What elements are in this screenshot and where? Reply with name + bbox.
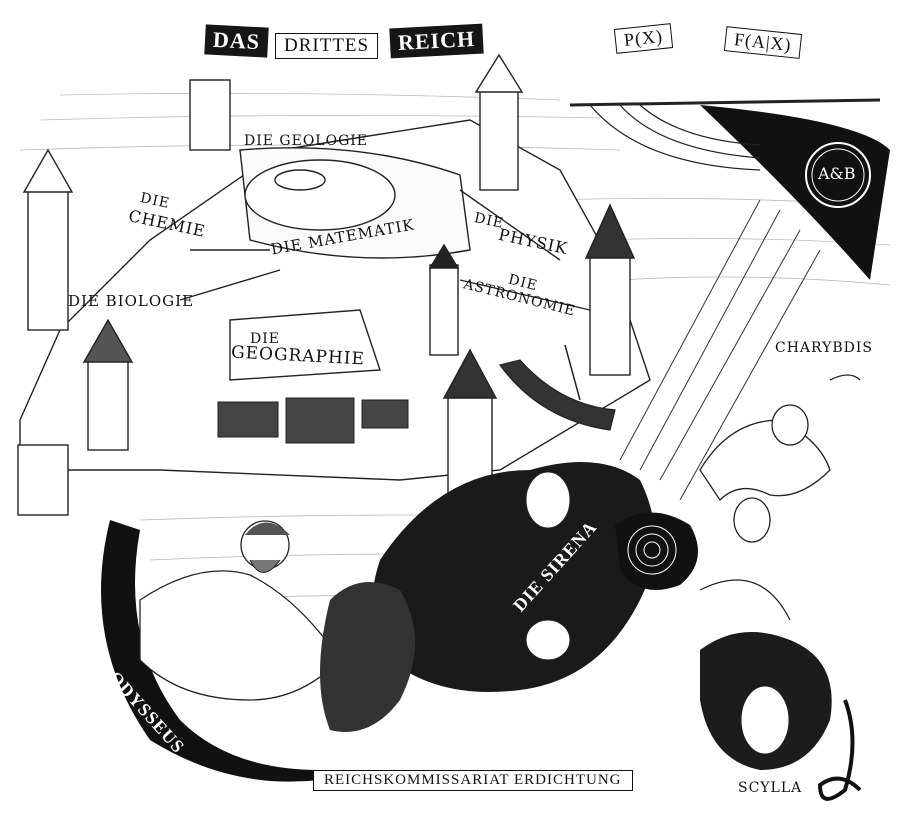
charybdis-figure (699, 374, 861, 543)
odysseus-boat (101, 520, 341, 782)
label-geologie: DIE GEOLOGIE (244, 133, 369, 149)
sail-emblem-label: A&B (818, 164, 856, 183)
label-scylla: SCYLLA (738, 780, 803, 796)
sirena-figure (320, 462, 698, 732)
label-biologie: DIE BIOLOGIE (68, 292, 195, 310)
ship-sail (569, 98, 890, 501)
banner-reich: REICH (389, 23, 484, 59)
small-boat (498, 344, 616, 431)
bottom-scroll: REICHSKOMMISSARIAT ERDICHTUNG (313, 770, 633, 791)
banner-das: DAS (204, 24, 269, 58)
banner-drittes: DRITTES (275, 33, 379, 59)
towers (17, 53, 636, 516)
fortress-outline (19, 119, 651, 481)
city-roofs (217, 397, 409, 444)
scylla-figure (699, 579, 862, 801)
label-charybdis: CHARYBDIS (775, 340, 874, 356)
label-geographie-1: DIE (250, 331, 280, 347)
